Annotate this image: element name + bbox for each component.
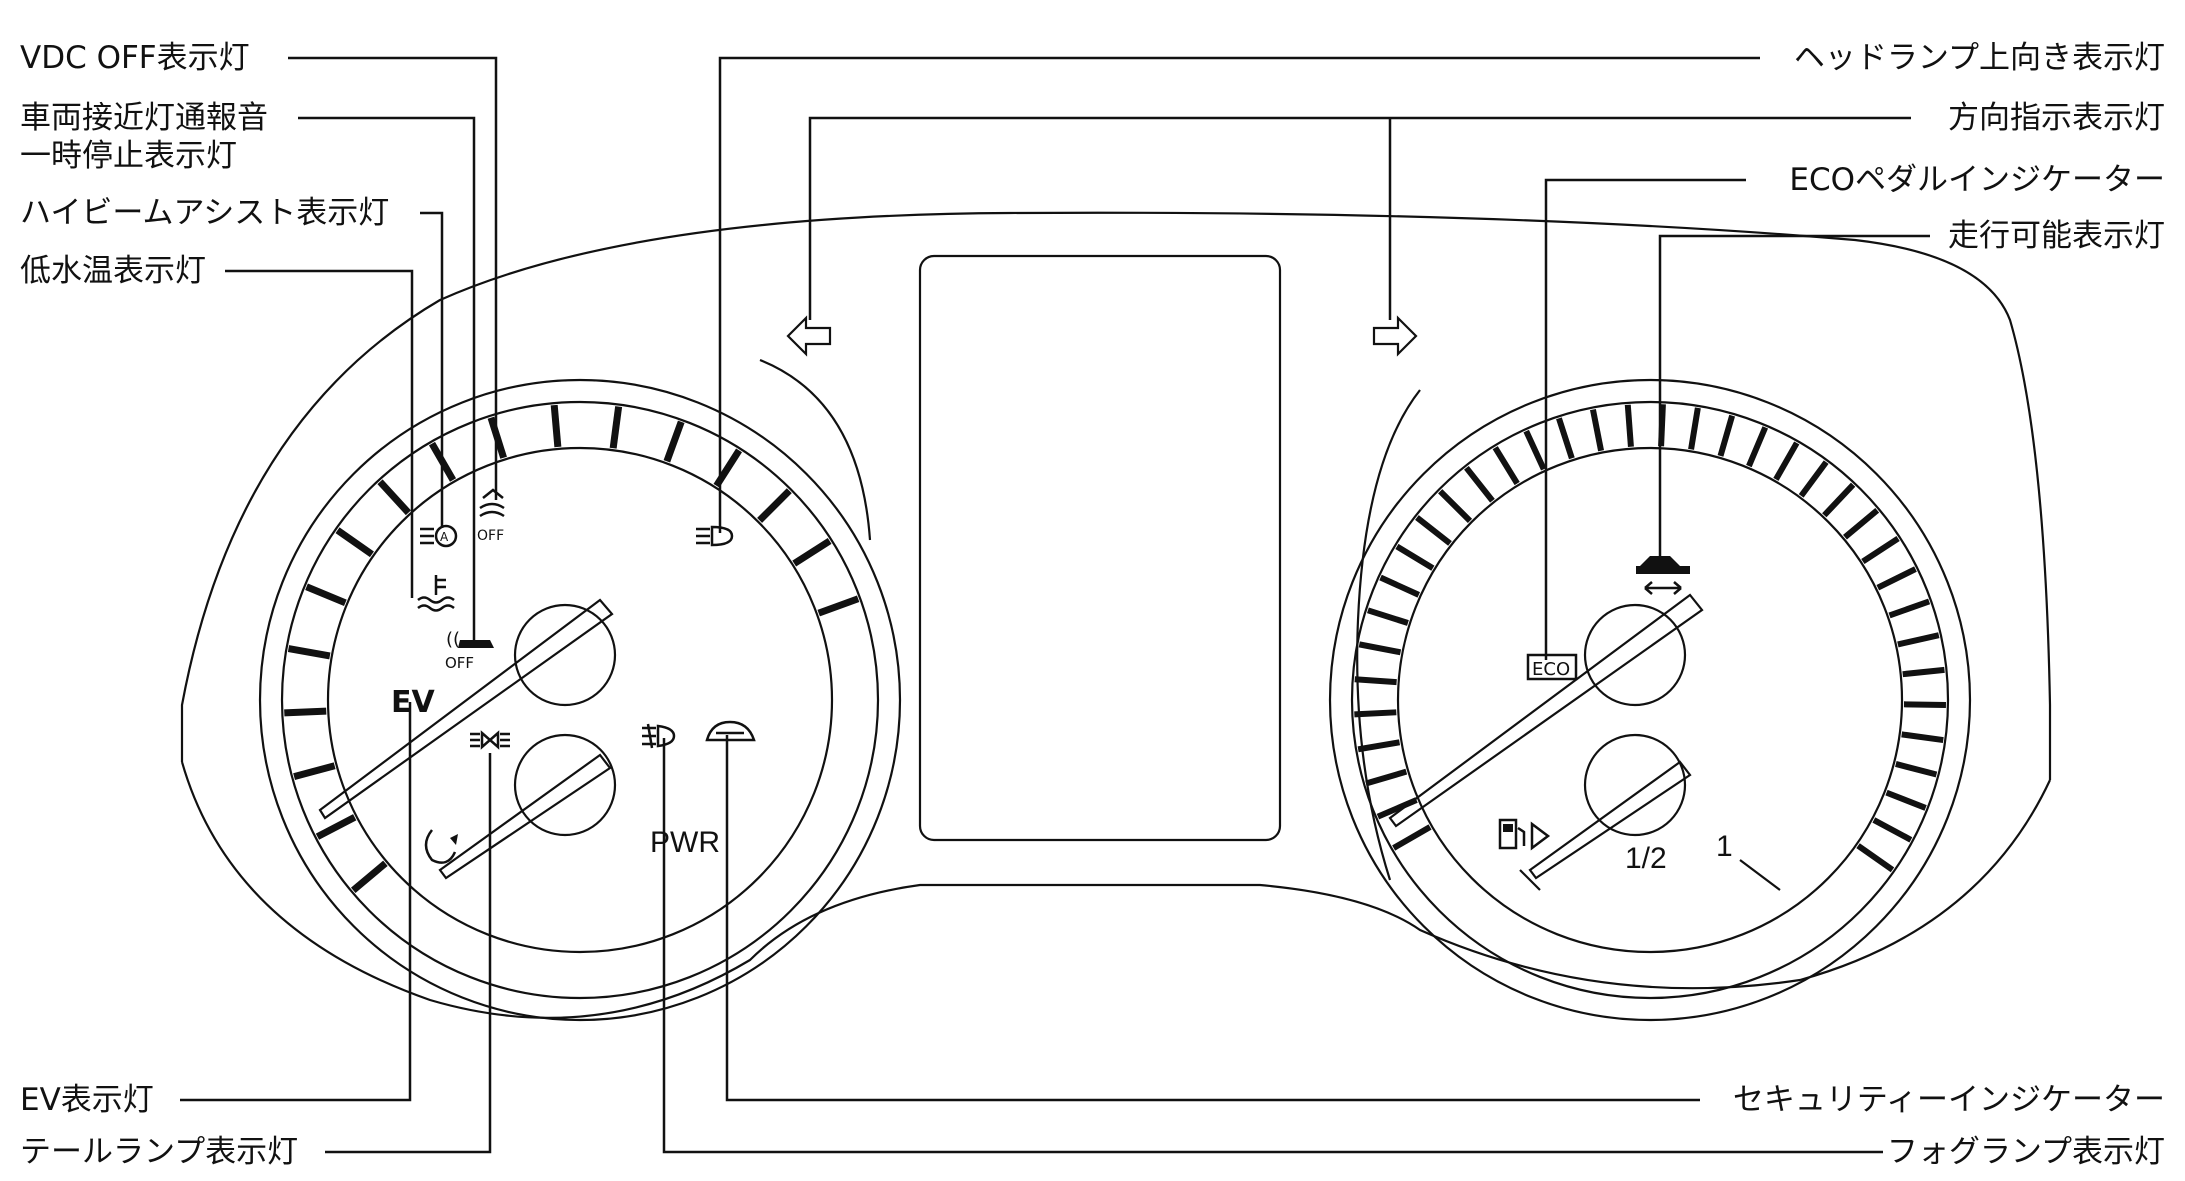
gauge-tick bbox=[1885, 789, 1927, 811]
gauge-tick bbox=[1624, 404, 1634, 447]
pwr-label: PWR bbox=[650, 826, 720, 859]
gauge-tick bbox=[1415, 515, 1452, 546]
gauge-tick bbox=[1901, 731, 1944, 744]
svg-text:ECO: ECO bbox=[1532, 659, 1570, 680]
svg-text:A: A bbox=[440, 530, 449, 544]
label-vdc-off: VDC OFF表示灯 bbox=[20, 40, 250, 76]
fuel-full-label: 1 bbox=[1716, 830, 1733, 863]
svg-text:EV: EV bbox=[391, 685, 435, 720]
gauge-tick bbox=[315, 814, 357, 840]
label-approach-sound-2: 一時停止表示灯 bbox=[20, 138, 237, 174]
gauge-tick bbox=[1367, 607, 1409, 626]
gauge-tick bbox=[1897, 632, 1940, 648]
low-water-temp-icon bbox=[417, 575, 455, 612]
gauge-tick bbox=[1856, 843, 1895, 873]
speed-gauge bbox=[1328, 378, 1972, 1022]
gauge-tick bbox=[1395, 543, 1435, 571]
gauge-tick bbox=[335, 527, 374, 558]
ev-icon: EV bbox=[391, 685, 435, 720]
label-high-beam-assist: ハイビームアシスト表示灯 bbox=[20, 195, 389, 231]
svg-text:OFF: OFF bbox=[477, 528, 504, 544]
gauge-tick bbox=[663, 420, 685, 463]
gauge-tick bbox=[1392, 824, 1432, 851]
gauge-tick bbox=[1464, 465, 1495, 503]
svg-text:((: (( bbox=[446, 629, 460, 650]
power-gauge bbox=[258, 378, 902, 1022]
gauge-tick bbox=[1902, 666, 1945, 678]
gauge-tick bbox=[1895, 761, 1938, 778]
gauge-tick bbox=[1379, 574, 1421, 598]
gauge-tick bbox=[1358, 641, 1402, 656]
label-turn-signal: 方向指示表示灯 bbox=[1948, 100, 2165, 136]
regen-icon bbox=[424, 829, 458, 864]
gauge-tick bbox=[1523, 429, 1547, 471]
fuel-half-label: 1/2 bbox=[1625, 842, 1667, 875]
gauge-tick bbox=[1658, 404, 1666, 447]
gauge-tick bbox=[1354, 676, 1397, 686]
gauge-tick bbox=[1903, 701, 1947, 709]
turn-left-icon bbox=[786, 315, 832, 357]
cluster-outline bbox=[180, 211, 2052, 1019]
ready-icon bbox=[1636, 556, 1690, 595]
gauge-tick bbox=[550, 404, 562, 448]
gauge-tick bbox=[757, 488, 792, 523]
gauge-tick bbox=[1822, 482, 1856, 518]
gauge-tick bbox=[1746, 426, 1769, 468]
label-eco-pedal: ECOペダルインジケーター bbox=[1789, 162, 2165, 198]
fuel-icon bbox=[1498, 818, 1551, 851]
eco-icon: ECO bbox=[1526, 653, 1578, 681]
gauge-tick bbox=[284, 707, 327, 717]
label-ready: 走行可能表示灯 bbox=[1948, 218, 2165, 254]
gauge-tick bbox=[1590, 408, 1604, 452]
svg-text:OFF: OFF bbox=[445, 654, 474, 672]
gauge-tick bbox=[1861, 536, 1900, 564]
turn-right-icon bbox=[1372, 315, 1418, 357]
gauge-tick bbox=[1688, 407, 1701, 450]
label-approach-sound-1: 車両接近灯通報音 bbox=[20, 100, 268, 136]
gauge-tick bbox=[305, 583, 347, 607]
gauge-tick bbox=[1365, 768, 1408, 787]
label-low-water-temp: 低水温表示灯 bbox=[20, 253, 206, 289]
gauge-tick bbox=[1798, 460, 1829, 498]
gauge-tick bbox=[1556, 417, 1575, 460]
label-fog-lamp: フォグランプ表示灯 bbox=[1887, 1134, 2165, 1170]
gauge-tick bbox=[1717, 414, 1736, 457]
gauge-tick bbox=[1438, 489, 1473, 523]
high-beam-assist-icon: A bbox=[420, 524, 458, 548]
gauge-tick bbox=[609, 406, 623, 449]
fog-lamp-icon bbox=[642, 723, 676, 749]
gauge-tick bbox=[377, 479, 411, 516]
gauge-tick bbox=[1773, 441, 1800, 481]
svg-text:PWR: PWR bbox=[650, 826, 720, 859]
gauge-tick bbox=[1492, 446, 1520, 486]
label-tail-lamp: テールランプ表示灯 bbox=[20, 1134, 298, 1170]
gauge-tick bbox=[1888, 598, 1931, 619]
gauge-tick bbox=[1354, 709, 1397, 718]
center-display bbox=[918, 254, 1282, 842]
label-headlamp-high: ヘッドランプ上向き表示灯 bbox=[1794, 40, 2165, 76]
approach-sound-off-icon: (( OFF bbox=[445, 629, 494, 672]
tail-lamp-icon bbox=[470, 730, 510, 750]
vdc-off-icon: OFF bbox=[477, 488, 505, 544]
gauge-tick bbox=[1872, 817, 1913, 843]
headlamp-high-icon bbox=[696, 525, 734, 547]
label-security: セキュリティーインジケーター bbox=[1733, 1082, 2165, 1118]
label-ev: EV表示灯 bbox=[20, 1082, 154, 1118]
gauge-tick bbox=[817, 595, 860, 617]
leader-lines bbox=[180, 56, 1930, 1154]
gauge-tick bbox=[792, 538, 832, 567]
gauge-tick bbox=[487, 416, 507, 459]
gauge-tick bbox=[287, 645, 331, 660]
power-gauge-ticks bbox=[284, 404, 860, 893]
gauge-tick bbox=[1357, 739, 1401, 753]
security-icon bbox=[705, 720, 756, 742]
gauge-tick bbox=[293, 762, 336, 780]
speed-gauge-ticks bbox=[1354, 404, 1947, 873]
gauge-tick bbox=[351, 860, 388, 893]
gauge-tick bbox=[1876, 566, 1917, 591]
gauge-tick bbox=[1843, 507, 1880, 540]
